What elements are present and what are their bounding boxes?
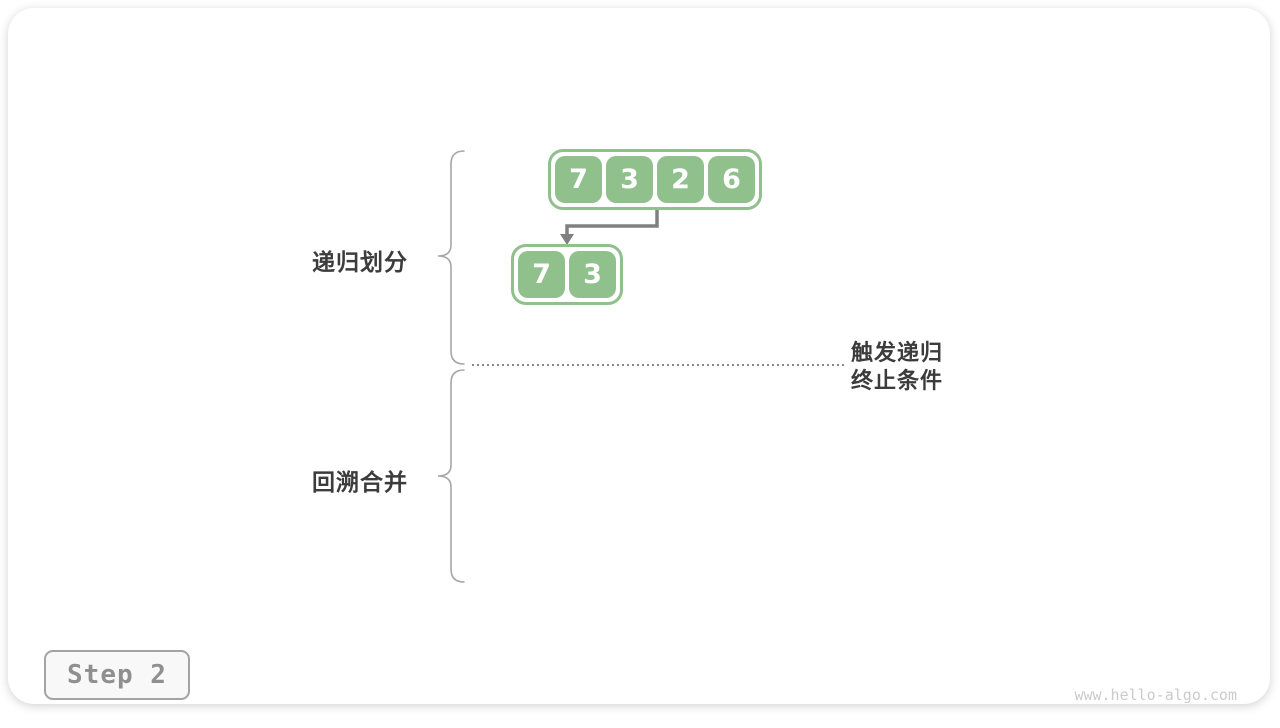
array-top: 7 3 2 6 (548, 149, 762, 210)
split-arrow (565, 207, 659, 236)
step-badge: Step 2 (44, 650, 190, 700)
label-backtrack-merge: 回溯合并 (312, 469, 408, 495)
array-cell: 7 (555, 156, 602, 203)
diagram-card: 递归划分 回溯合并 7 3 2 6 7 3 触发递归 终止条件 Step 2 w… (8, 8, 1270, 704)
array-cell: 6 (708, 156, 755, 203)
annotation-termination: 触发递归 终止条件 (851, 339, 943, 395)
array-cell: 3 (569, 251, 616, 298)
array-cell: 7 (518, 251, 565, 298)
array-cell: 2 (657, 156, 704, 203)
array-sub: 7 3 (511, 244, 623, 305)
brace-partition (437, 150, 465, 365)
array-cell: 3 (606, 156, 653, 203)
brace-merge (437, 369, 465, 583)
annotation-line-1: 触发递归 (851, 340, 944, 365)
label-recursive-partition: 递归划分 (312, 249, 408, 275)
annotation-line-2: 终止条件 (851, 368, 944, 393)
watermark: www.hello-algo.com (1074, 686, 1237, 704)
diagram-lines-layer (437, 150, 844, 583)
